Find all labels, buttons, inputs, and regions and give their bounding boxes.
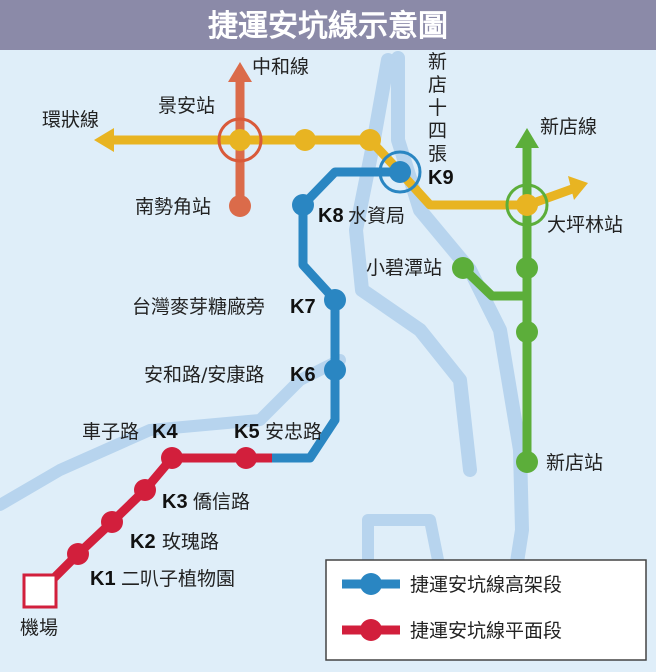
xiaobitan-station-label: 小碧潭站	[366, 257, 442, 279]
k9-station-code: K9	[428, 167, 454, 189]
xindian-station-dot[interactable]	[516, 451, 538, 473]
zhonghe-line-label: 中和線	[252, 56, 309, 78]
zhonghe-arrow-icon	[228, 62, 252, 82]
k9-transfer-ring	[378, 150, 422, 194]
legend-ground-label: 捷運安坑線平面段	[410, 620, 562, 642]
k2-station-code: K2	[130, 531, 156, 553]
jingan-station-label: 景安站	[158, 95, 215, 117]
circular-station-dot-3[interactable]	[359, 129, 381, 151]
xindian-arrow-icon	[515, 128, 539, 148]
k3-station-code: K3	[162, 491, 188, 513]
nanshijiao-station-label: 南勢角站	[135, 196, 211, 218]
dapinglin-station-label: 大坪林站	[547, 214, 623, 236]
k9-name-char-3: 十	[428, 97, 447, 119]
k8-station-label: 水資局	[348, 205, 405, 227]
k4-station-dot[interactable]	[161, 447, 183, 469]
circular-station-dot-2[interactable]	[294, 129, 316, 151]
legend-elevated-label: 捷運安坑線高架段	[410, 574, 562, 596]
xindian-station-dot-3[interactable]	[516, 321, 538, 343]
dapinglin-station-dot[interactable]	[516, 194, 538, 216]
k4-station-code: K4	[152, 421, 178, 443]
k9-station-label: 新 店 十 四 張	[428, 51, 453, 165]
k3-station-dot[interactable]	[134, 479, 156, 501]
circular-west-arrow-icon	[94, 128, 114, 152]
k1-station-dot[interactable]	[67, 543, 89, 565]
k5-station-code: K5	[234, 421, 260, 443]
legend: 捷運安坑線高架段 捷運安坑線平面段	[325, 559, 647, 661]
k7-station-dot[interactable]	[324, 289, 346, 311]
k5-station-dot[interactable]	[235, 447, 257, 469]
k7-station-label: 台灣麥芽糖廠旁	[132, 295, 265, 318]
legend-ground-dot	[360, 619, 382, 641]
k6-station-code: K6	[290, 364, 316, 386]
ankeng-ground-line	[22, 447, 272, 609]
k2-station-label: 玫瑰路	[162, 531, 219, 553]
k3-station-label: 僑信路	[193, 491, 250, 513]
ankeng-elevated-line	[272, 167, 400, 463]
jingan-transfer-ring	[217, 117, 263, 163]
k1-station-label: 二叭子植物園	[121, 568, 235, 590]
title-bar	[0, 0, 656, 50]
airport-terminal-square[interactable]	[22, 573, 58, 609]
circular-line-label: 環狀線	[42, 109, 99, 131]
dapinglin-transfer-ring	[505, 183, 549, 227]
jingan-station-dot[interactable]	[229, 129, 251, 151]
map-title: 捷運安坑線示意圖	[208, 9, 448, 44]
k8-station-code: K8	[318, 205, 344, 227]
k7-station-code: K7	[290, 296, 316, 318]
k4-station-label: 車子路	[82, 421, 139, 443]
circular-east-arrow-icon	[568, 176, 588, 200]
k9-station-dot[interactable]	[389, 161, 411, 183]
xindian-line-label: 新店線	[540, 116, 597, 138]
k1-station-code: K1	[90, 568, 116, 590]
k9-name-char-2: 店	[428, 74, 447, 96]
legend-box	[325, 559, 647, 661]
k9-name-char-5: 張	[428, 143, 447, 165]
k2-station-dot[interactable]	[101, 511, 123, 533]
legend-elevated-dot	[360, 573, 382, 595]
xiaobitan-station-dot[interactable]	[452, 257, 474, 279]
xindian-station-dot-2[interactable]	[516, 257, 538, 279]
k9-name-char-4: 四	[428, 120, 447, 142]
k5-station-label: 安忠路	[265, 421, 322, 443]
k8-station-dot[interactable]	[292, 194, 314, 216]
k9-name-char-1: 新	[428, 51, 447, 73]
nanshijiao-station-dot[interactable]	[229, 195, 251, 217]
river-lower-west	[0, 354, 346, 511]
xindian-station-label: 新店站	[546, 452, 603, 474]
airport-label: 機場	[20, 617, 58, 639]
k6-station-dot[interactable]	[324, 359, 346, 381]
k6-station-label: 安和路/安康路	[144, 364, 264, 386]
